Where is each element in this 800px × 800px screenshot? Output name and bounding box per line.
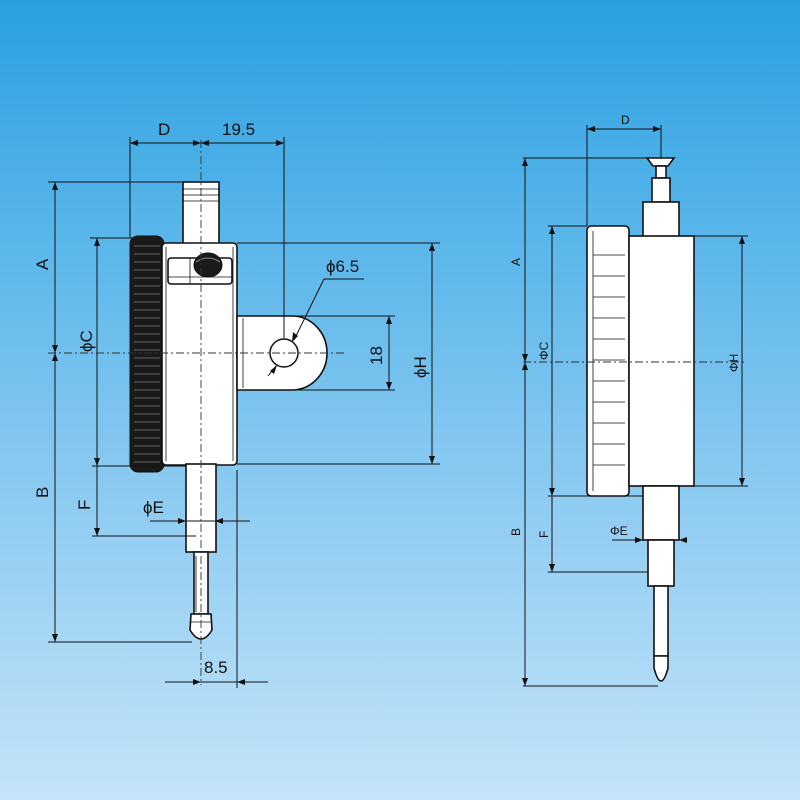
dim-label-phi-h: ϕH — [411, 356, 430, 378]
side-label-a: A — [509, 258, 523, 266]
side-label-phi-c: ΦC — [537, 341, 551, 360]
side-spindle — [653, 585, 669, 657]
knurled-bezel — [129, 235, 165, 473]
dim-label-8-5: 8.5 — [204, 658, 228, 677]
side-label-phi-h: ΦH — [727, 354, 741, 372]
dim-label-phi-e: ϕE — [143, 498, 164, 517]
side-view: D A ΦC ΦH B F ΦE — [509, 113, 748, 687]
dim-label-a: A — [33, 258, 52, 270]
side-label-b: B — [509, 528, 523, 536]
side-case — [628, 235, 695, 487]
dim-label-19-5: 19.5 — [222, 120, 255, 139]
side-label-d: D — [621, 113, 630, 127]
top-button — [645, 157, 676, 167]
side-contact-point — [653, 655, 669, 682]
dim-label-d: D — [158, 120, 170, 139]
dim-label-b: B — [33, 487, 52, 498]
side-lower-stem — [642, 485, 680, 541]
dim-label-phi-c: ϕC — [77, 330, 96, 352]
dim-label-f: F — [75, 500, 94, 510]
side-label-f: F — [537, 531, 551, 538]
side-label-phi-e: ΦE — [610, 524, 628, 538]
front-view: D 19.5 A ϕC ϕ6.5 18 ϕH B F ϕE 8.5 — [33, 120, 440, 688]
lock-screw-icon — [193, 252, 223, 278]
dim-label-phi-6-5: ϕ6.5 — [326, 257, 359, 276]
side-top-stem — [642, 201, 680, 239]
dim-label-18: 18 — [367, 346, 386, 365]
